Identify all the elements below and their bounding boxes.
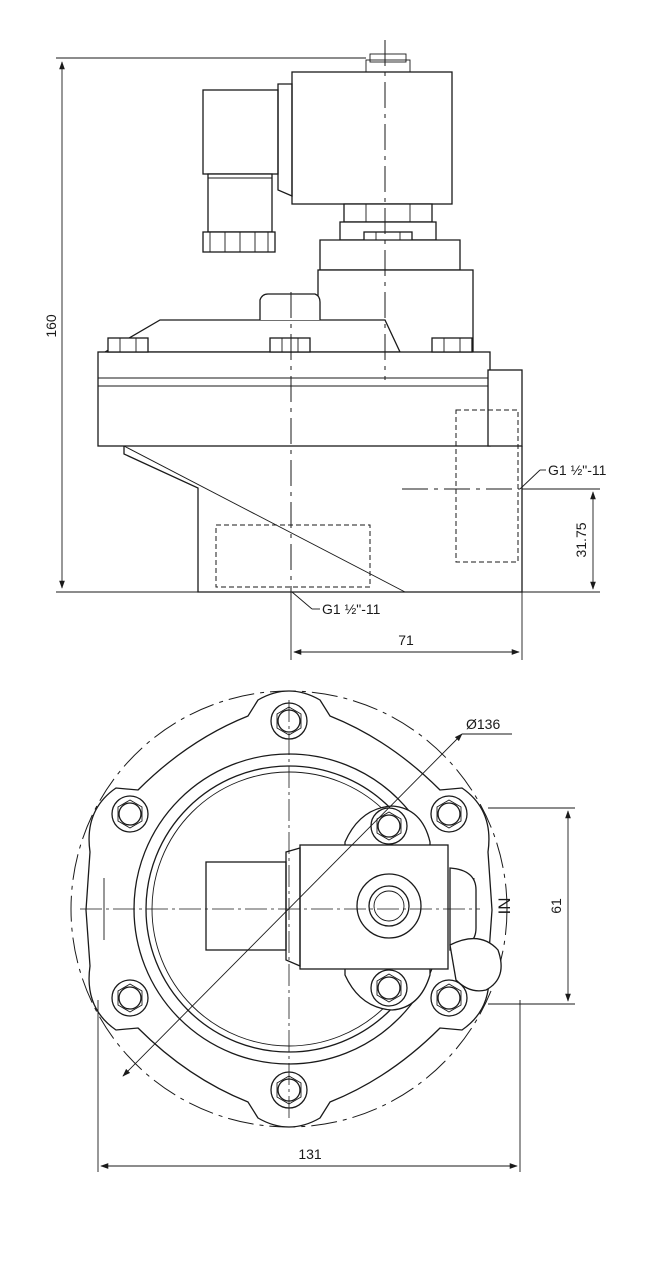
cover-bolt-center [269, 337, 311, 353]
inlet-span-dimension: 61 [488, 807, 575, 1005]
pilot-bolt-bottom [370, 969, 408, 1007]
flange-bolt-lower-left [111, 979, 149, 1017]
pilot-bolt-top [370, 807, 408, 845]
inlet-thread-label: G1 ½"-11 [322, 601, 381, 617]
outlet-thread-callout: G1 ½"-11 [519, 462, 607, 490]
outlet-offset-label: 71 [398, 632, 414, 648]
outlet-height-dimension: 31.75 [522, 488, 600, 593]
flange-bolt-lower-right [430, 979, 468, 1017]
diaphragm-cover [97, 293, 523, 447]
valve-body [123, 409, 523, 593]
width-dimension: 131 [97, 1000, 521, 1172]
height-dimension-label: 160 [43, 314, 59, 338]
outlet-thread-label: G1 ½"-11 [548, 462, 607, 478]
solenoid-top [205, 844, 449, 970]
diameter-dimension: Ø136 [122, 716, 512, 1077]
inlet-span-label: 61 [548, 898, 564, 914]
top-view: IN [70, 690, 575, 1172]
side-view: 160 31.75 71 G1 ½"-11 G1 ½"-11 [43, 40, 607, 660]
flange-bolt-upper-right [430, 795, 468, 833]
width-label: 131 [298, 1146, 322, 1162]
connector-plug [202, 83, 293, 253]
diameter-label: Ø136 [466, 716, 500, 732]
cover-bolt-right [431, 337, 473, 353]
outlet-height-label: 31.75 [573, 522, 589, 557]
inlet-boss: IN [449, 867, 514, 992]
inlet-mark: IN [495, 898, 514, 915]
solenoid-coil [291, 53, 453, 205]
height-dimension: 160 [43, 57, 366, 593]
outlet-offset-dimension: 71 [290, 592, 523, 660]
cover-bolt-left [107, 337, 149, 353]
inlet-thread-callout: G1 ½"-11 [291, 591, 381, 617]
flange-bolt-upper-left [111, 795, 149, 833]
